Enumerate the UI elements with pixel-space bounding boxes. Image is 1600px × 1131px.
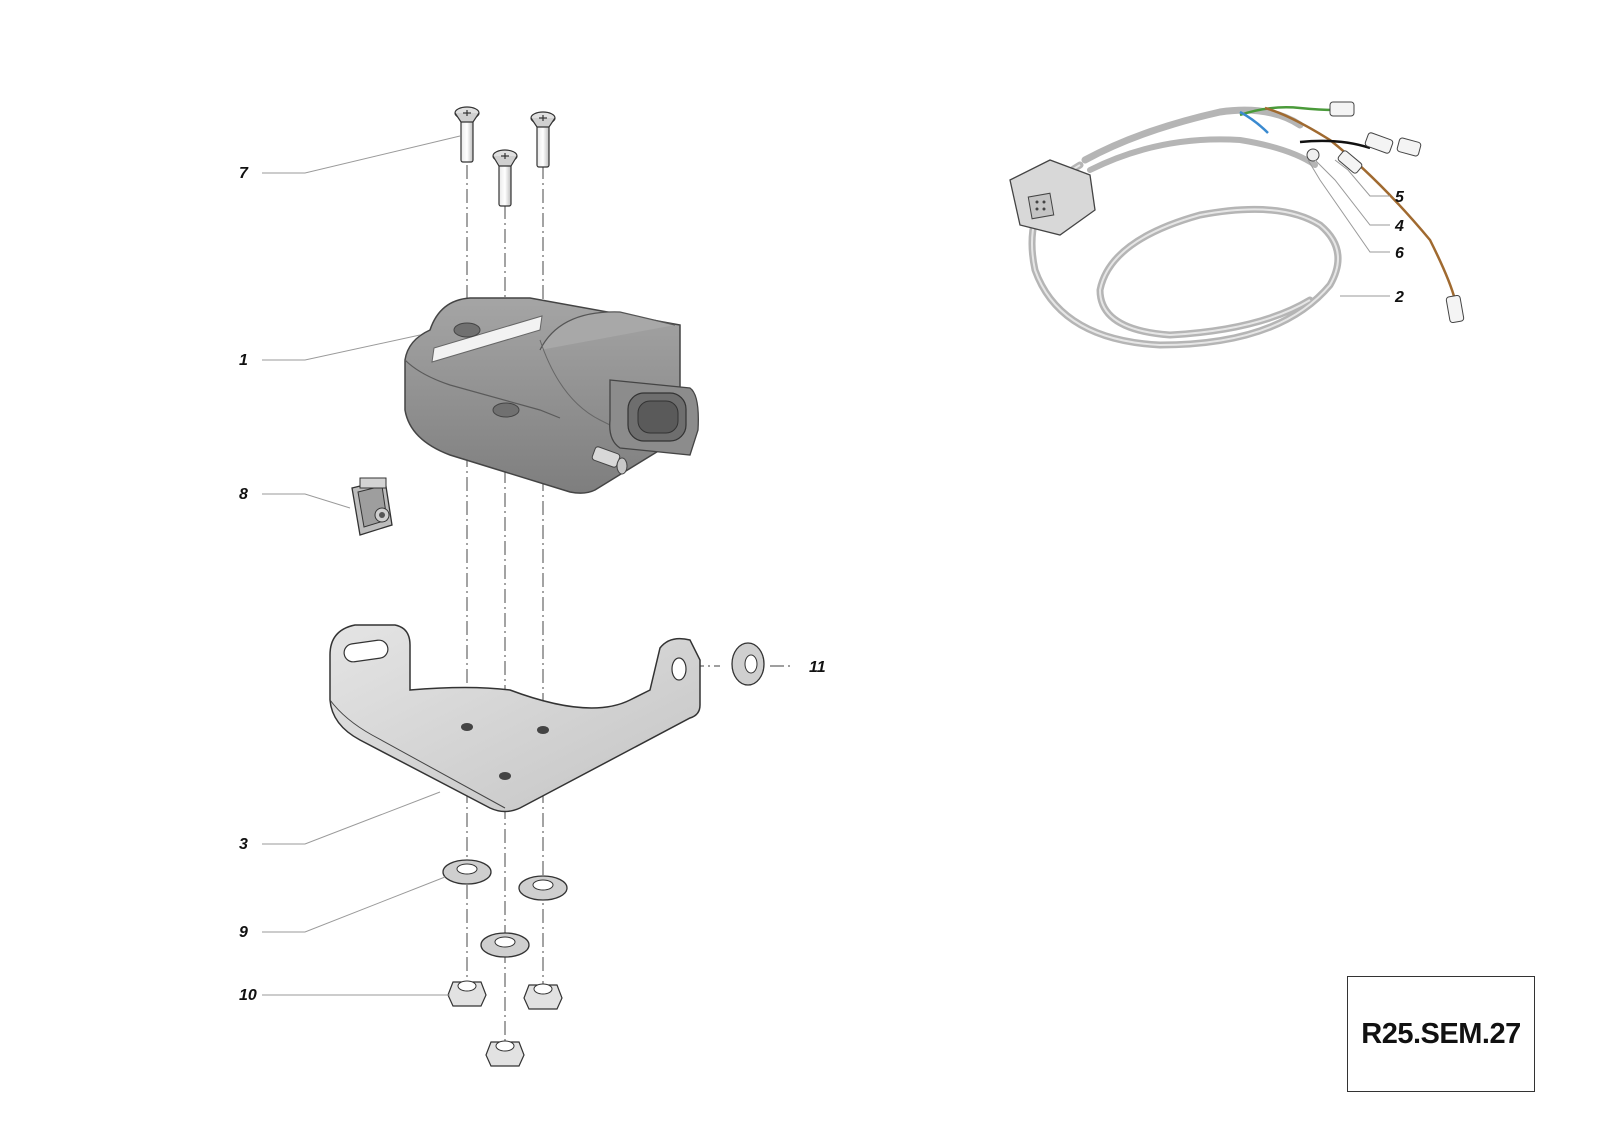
callout-7: 7 (239, 165, 249, 182)
bracket-item-3 (329, 624, 701, 813)
sensor-body-item-1 (404, 297, 699, 494)
callout-6: 6 (1395, 245, 1404, 262)
callout-labels: 7 1 8 3 9 10 11 5 4 6 2 (239, 165, 1405, 1004)
nut-center (485, 1040, 525, 1067)
callout-8: 8 (239, 486, 248, 503)
nut-left (447, 980, 487, 1007)
washers-item-9 (442, 859, 568, 958)
screw-center (492, 149, 518, 207)
screws-item-7 (454, 106, 556, 207)
drawing-code-box: R25.SEM.27 (1347, 976, 1535, 1092)
harness-connector (1009, 159, 1096, 236)
sensor-connector (609, 379, 699, 456)
callout-10: 10 (239, 987, 257, 1004)
sensor-stud (591, 446, 628, 475)
leader-lines (262, 135, 1390, 996)
screw-left (454, 106, 480, 163)
washer-center (480, 932, 530, 958)
terminal-lugs (1306, 101, 1465, 324)
drawing-code: R25.SEM.27 (1361, 1017, 1521, 1050)
clip-nut-item-8 (351, 477, 393, 536)
callout-9: 9 (239, 924, 248, 941)
nuts-item-10 (447, 980, 563, 1067)
callout-3: 3 (239, 836, 248, 853)
callout-2: 2 (1394, 289, 1404, 306)
nut-right (523, 983, 563, 1010)
screw-right (530, 111, 556, 168)
callout-4: 4 (1394, 218, 1404, 235)
callout-1: 1 (239, 352, 248, 369)
washer-right (518, 875, 568, 901)
callout-5: 5 (1395, 189, 1405, 206)
washer-item-11 (731, 642, 765, 686)
washer-left (442, 859, 492, 885)
wiring-harness-item-2 (1009, 101, 1465, 349)
callout-11: 11 (809, 659, 826, 676)
